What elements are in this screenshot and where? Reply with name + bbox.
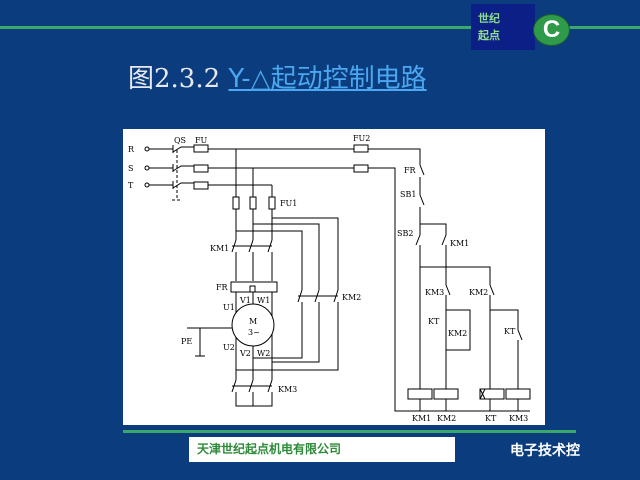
label-fu: FU <box>195 136 208 145</box>
top-rule-right <box>568 26 640 29</box>
label-sb1: SB1 <box>400 190 416 199</box>
title-prefix: 图2.3.2 <box>128 64 229 94</box>
coil-label-km2: KM2 <box>437 414 456 423</box>
logo-line2: 起点 <box>478 29 500 42</box>
label-v1: V1 <box>239 296 251 305</box>
coil-label-km3: KM3 <box>509 414 528 423</box>
phase-inputs: R S T <box>128 144 354 201</box>
watermark: 电子技术控 <box>510 442 580 458</box>
label-w1: W1 <box>257 296 270 305</box>
label-pe: PE <box>181 337 192 346</box>
label-km2-nc: KM2 <box>469 288 488 297</box>
title-link[interactable]: Y-△起动控制电路 <box>228 64 427 94</box>
label-w2: W2 <box>257 349 270 358</box>
motor-sub: 3~ <box>248 328 260 337</box>
label-sb2: SB2 <box>397 229 413 238</box>
coil-label-km1: KM1 <box>412 414 431 423</box>
label-fu2: FU2 <box>353 134 370 143</box>
label-qs: QS <box>174 136 186 145</box>
circuit-diagram: R S T QS FU FU2 FU1 KM1 FR M 3~ V1 W1 U1… <box>123 129 545 425</box>
phase-r: R <box>128 145 135 154</box>
label-km2-main: KM2 <box>342 293 361 302</box>
page-title: 图2.3.2 Y-△起动控制电路 <box>128 58 427 95</box>
company-footer: 天津世纪起点机电有限公司 <box>189 437 455 462</box>
logo-badge: C <box>533 14 570 46</box>
label-km1-aux: KM1 <box>450 239 469 248</box>
label-u2: U2 <box>223 343 235 352</box>
label-km3-main: KM3 <box>278 385 297 394</box>
label-fr-ctrl: FR <box>404 166 417 175</box>
logo: 世纪起点 <box>471 4 535 50</box>
phase-t: T <box>128 181 134 190</box>
label-u1: U1 <box>223 303 235 312</box>
motor-label: M <box>249 317 257 326</box>
label-v2: V2 <box>239 349 251 358</box>
label-kt-contact2: KT <box>504 327 516 336</box>
logo-line1: 世纪 <box>478 12 500 25</box>
label-km2-aux: KM2 <box>448 329 467 338</box>
label-kt-contact: KT <box>428 317 440 326</box>
label-fr: FR <box>216 283 229 292</box>
bottom-rule <box>123 430 576 433</box>
label-km1: KM1 <box>210 244 229 253</box>
label-fu1: FU1 <box>280 199 297 208</box>
label-km3-nc: KM3 <box>425 288 444 297</box>
phase-s: S <box>128 164 133 173</box>
top-rule-left <box>0 26 471 29</box>
coil-label-kt: KT <box>485 414 497 423</box>
